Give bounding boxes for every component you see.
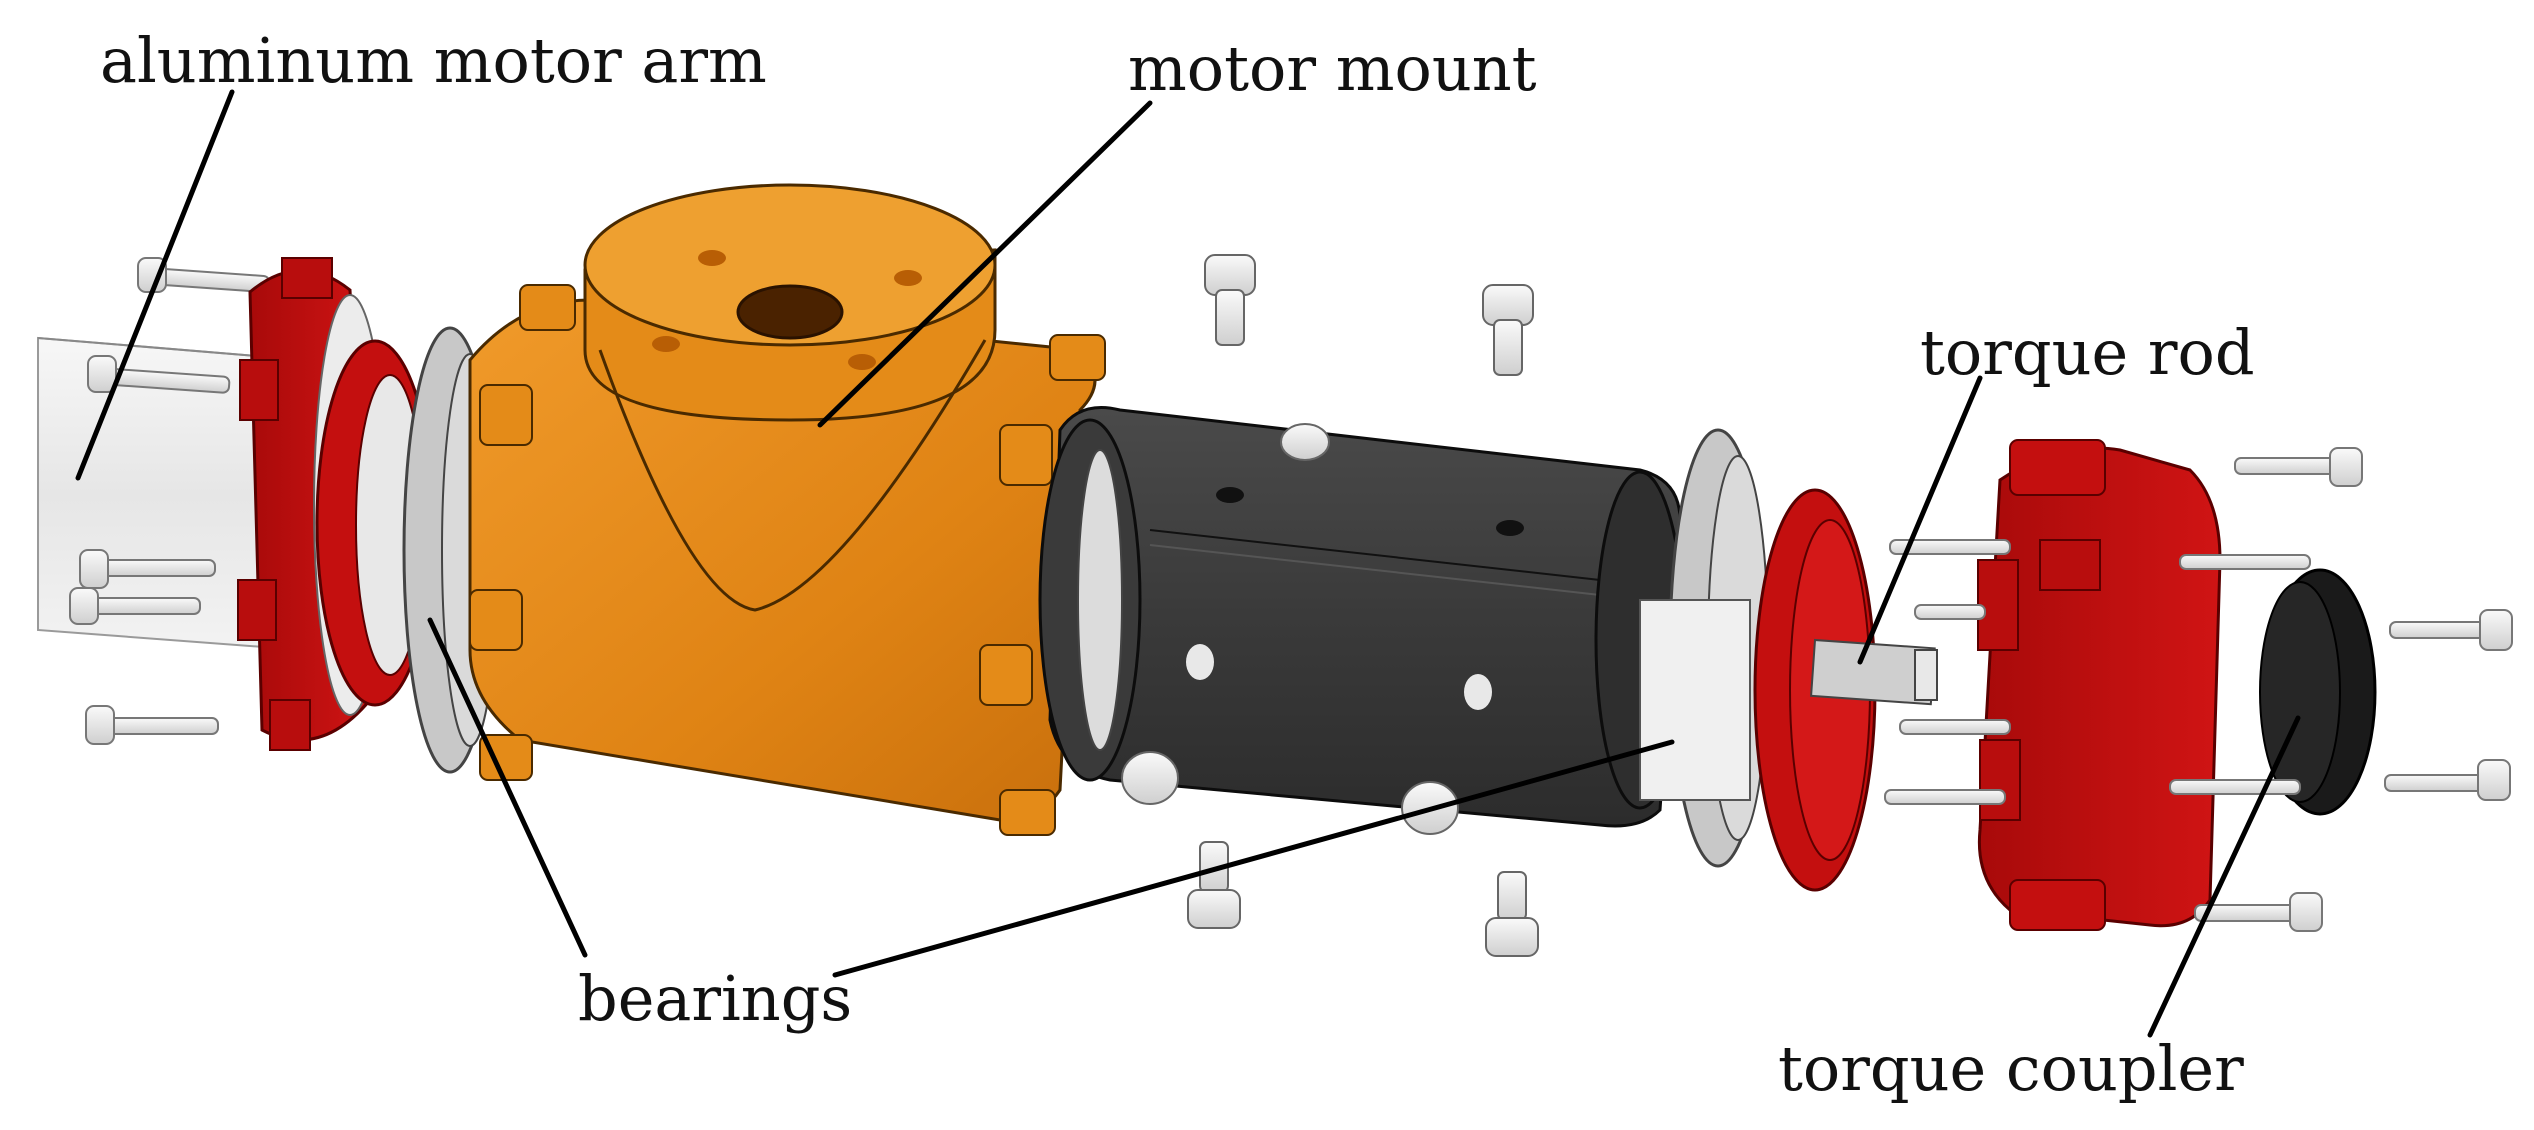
label-aluminum-motor-arm: aluminum motor arm — [100, 24, 767, 97]
housing-screws — [1121, 254, 1539, 957]
leader-line-motor-mount — [817, 100, 1153, 428]
left-bolts — [69, 257, 271, 745]
right-red-housing — [1977, 439, 2222, 931]
label-motor-mount: motor mount — [1128, 32, 1537, 105]
label-bearings: bearings — [578, 962, 853, 1035]
motor-mount — [468, 183, 1106, 836]
leader-line-bearings-right — [832, 739, 1675, 978]
torque-coupler-part — [2259, 568, 2377, 816]
leader-line-torque-rod — [1857, 375, 1983, 665]
leader-line-torque-coupler — [2147, 715, 2301, 1038]
leader-line-bearings-left — [427, 617, 588, 958]
motor-housing — [1038, 406, 1686, 828]
label-torque-rod: torque rod — [1920, 316, 2255, 389]
label-torque-coupler: torque coupler — [1778, 1032, 2244, 1105]
leader-line-aluminum-motor-arm — [75, 89, 235, 481]
torque-rod — [1810, 638, 1938, 706]
leader-lines — [75, 89, 2301, 1038]
